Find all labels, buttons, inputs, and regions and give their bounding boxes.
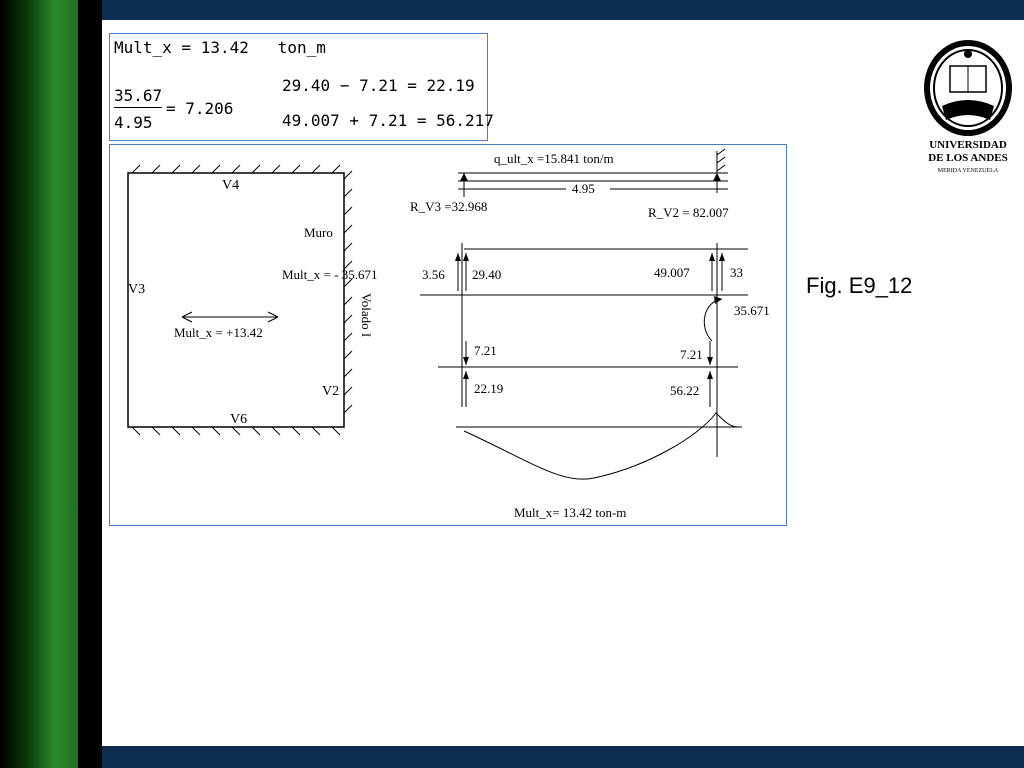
label-56-22: 56.22 [670, 383, 699, 398]
figure-caption: Fig. E9_12 [806, 273, 913, 298]
logo-text-2: DE LOS ANDES [928, 152, 1007, 164]
logo-text-1: UNIVERSIDAD [929, 139, 1007, 151]
label-r-v3: R_V3 =32.968 [410, 199, 487, 214]
moment-arrow-plan [181, 311, 279, 323]
bottom-band [102, 746, 1024, 768]
slab-plan: V4 V3 V2 V6 Muro Mult_x = - 35.671 Volad… [127, 164, 377, 436]
logo-seal: UNIVERSIDAD DE LOS ANDES MERIDA VENEZUEL… [924, 40, 1012, 174]
label-moment: Mult_x= 13.42 ton-m [514, 505, 626, 520]
label-v4: V4 [222, 178, 239, 193]
equation-add: 49.007 + 7.21 = 56.217 [282, 111, 494, 130]
left-black-stripe [78, 0, 102, 768]
fraction-numerator: 35.67 [114, 86, 163, 105]
structural-diagram: V4 V3 V2 V6 Muro Mult_x = - 35.671 Volad… [127, 148, 770, 520]
label-v3: V3 [128, 282, 145, 297]
moment-curve [463, 412, 739, 480]
label-49-007: 49.007 [654, 265, 690, 280]
equation-mult: Mult_x = 13.42 ton_m [114, 38, 326, 57]
diagram-box: V4 V3 V2 V6 Muro Mult_x = - 35.671 Volad… [109, 144, 787, 526]
label-span: 4.95 [572, 181, 595, 196]
top-hatch [131, 164, 341, 174]
label-muro: Muro [304, 225, 333, 240]
label-35-671: 35.671 [734, 303, 770, 318]
slab-outline [127, 172, 345, 428]
university-logo: UNIVERSIDAD DE LOS ANDES MERIDA VENEZUEL… [920, 38, 1016, 178]
label-29-40: 29.40 [472, 267, 501, 282]
label-v2: V2 [322, 384, 339, 399]
fraction-bar [114, 107, 162, 108]
label-load: q_ult_x =15.841 ton/m [494, 151, 614, 166]
left-green-bar [0, 0, 78, 768]
beam-diagram: q_ult_x =15.841 ton/m 4.95 R_V3 =32.968 … [410, 148, 770, 520]
label-mult-positive: Mult_x = +13.42 [174, 325, 263, 340]
label-volado: Volado I [359, 293, 374, 337]
logo-text-3: MERIDA VENEZUELA [938, 168, 999, 174]
label-33: 33 [730, 265, 743, 280]
fraction-result: = 7.206 [166, 99, 234, 118]
label-7-21-left: 7.21 [474, 343, 497, 358]
label-7-21-right: 7.21 [680, 347, 703, 362]
bottom-hatch [131, 426, 341, 436]
label-22-19: 22.19 [474, 381, 503, 396]
label-mult-negative: Mult_x = - 35.671 [282, 267, 377, 282]
top-band [102, 0, 1024, 20]
label-r-v2: R_V2 = 82.007 [648, 205, 729, 220]
label-v6: V6 [230, 412, 247, 427]
fraction-denominator: 4.95 [114, 113, 153, 132]
label-3-56: 3.56 [422, 267, 445, 282]
wall-hatch [343, 170, 353, 414]
equations-box: Mult_x = 13.42 ton_m 35.67 4.95 = 7.206 … [109, 33, 494, 141]
equation-subtract: 29.40 − 7.21 = 22.19 [282, 76, 475, 95]
